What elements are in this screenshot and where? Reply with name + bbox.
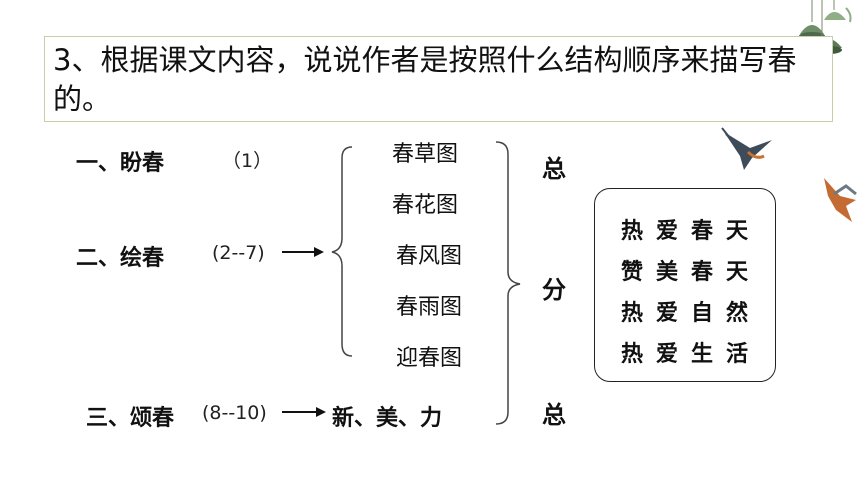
structure-label-2: 分 bbox=[542, 276, 566, 304]
section-result-3: 新、美、力 bbox=[332, 406, 443, 431]
arrow-to-result bbox=[282, 407, 326, 417]
pictures-left-brace bbox=[331, 146, 353, 357]
question-box: 3、根据课文内容，说说作者是按照什么结构顺序来描写春的。 bbox=[44, 36, 833, 122]
theme-line-2: 赞美春天 bbox=[620, 260, 761, 285]
theme-line-3: 热爱自然 bbox=[620, 301, 761, 326]
arrow-to-pictures bbox=[282, 247, 324, 257]
picture-item-2: 春花图 bbox=[392, 193, 459, 218]
section-paras-1: （1） bbox=[222, 150, 273, 172]
section-title-3: 三、颂春 bbox=[86, 406, 175, 431]
swallow-bird-icon-2 bbox=[824, 178, 857, 222]
section-title-2: 二、绘春 bbox=[76, 246, 165, 271]
theme-box: 热爱春天 赞美春天 热爱自然 热爱生活 bbox=[594, 188, 776, 382]
structure-right-brace bbox=[495, 141, 521, 425]
swallow-bird-icon bbox=[721, 127, 772, 170]
section-title-1: 一、盼春 bbox=[76, 151, 165, 176]
structure-label-3: 总 bbox=[542, 401, 566, 429]
structure-label-1: 总 bbox=[542, 155, 566, 183]
theme-line-4: 热爱生活 bbox=[620, 342, 761, 367]
section-paras-3: (8--10) bbox=[202, 402, 267, 424]
question-text: 3、根据课文内容，说说作者是按照什么结构顺序来描写春的。 bbox=[53, 43, 797, 116]
picture-item-3: 春风图 bbox=[396, 244, 463, 269]
picture-item-4: 春雨图 bbox=[396, 295, 463, 320]
picture-item-1: 春草图 bbox=[392, 142, 459, 167]
section-paras-2: (2--7) bbox=[212, 242, 265, 264]
theme-line-1: 热爱春天 bbox=[620, 219, 761, 244]
picture-item-5: 迎春图 bbox=[396, 346, 463, 371]
